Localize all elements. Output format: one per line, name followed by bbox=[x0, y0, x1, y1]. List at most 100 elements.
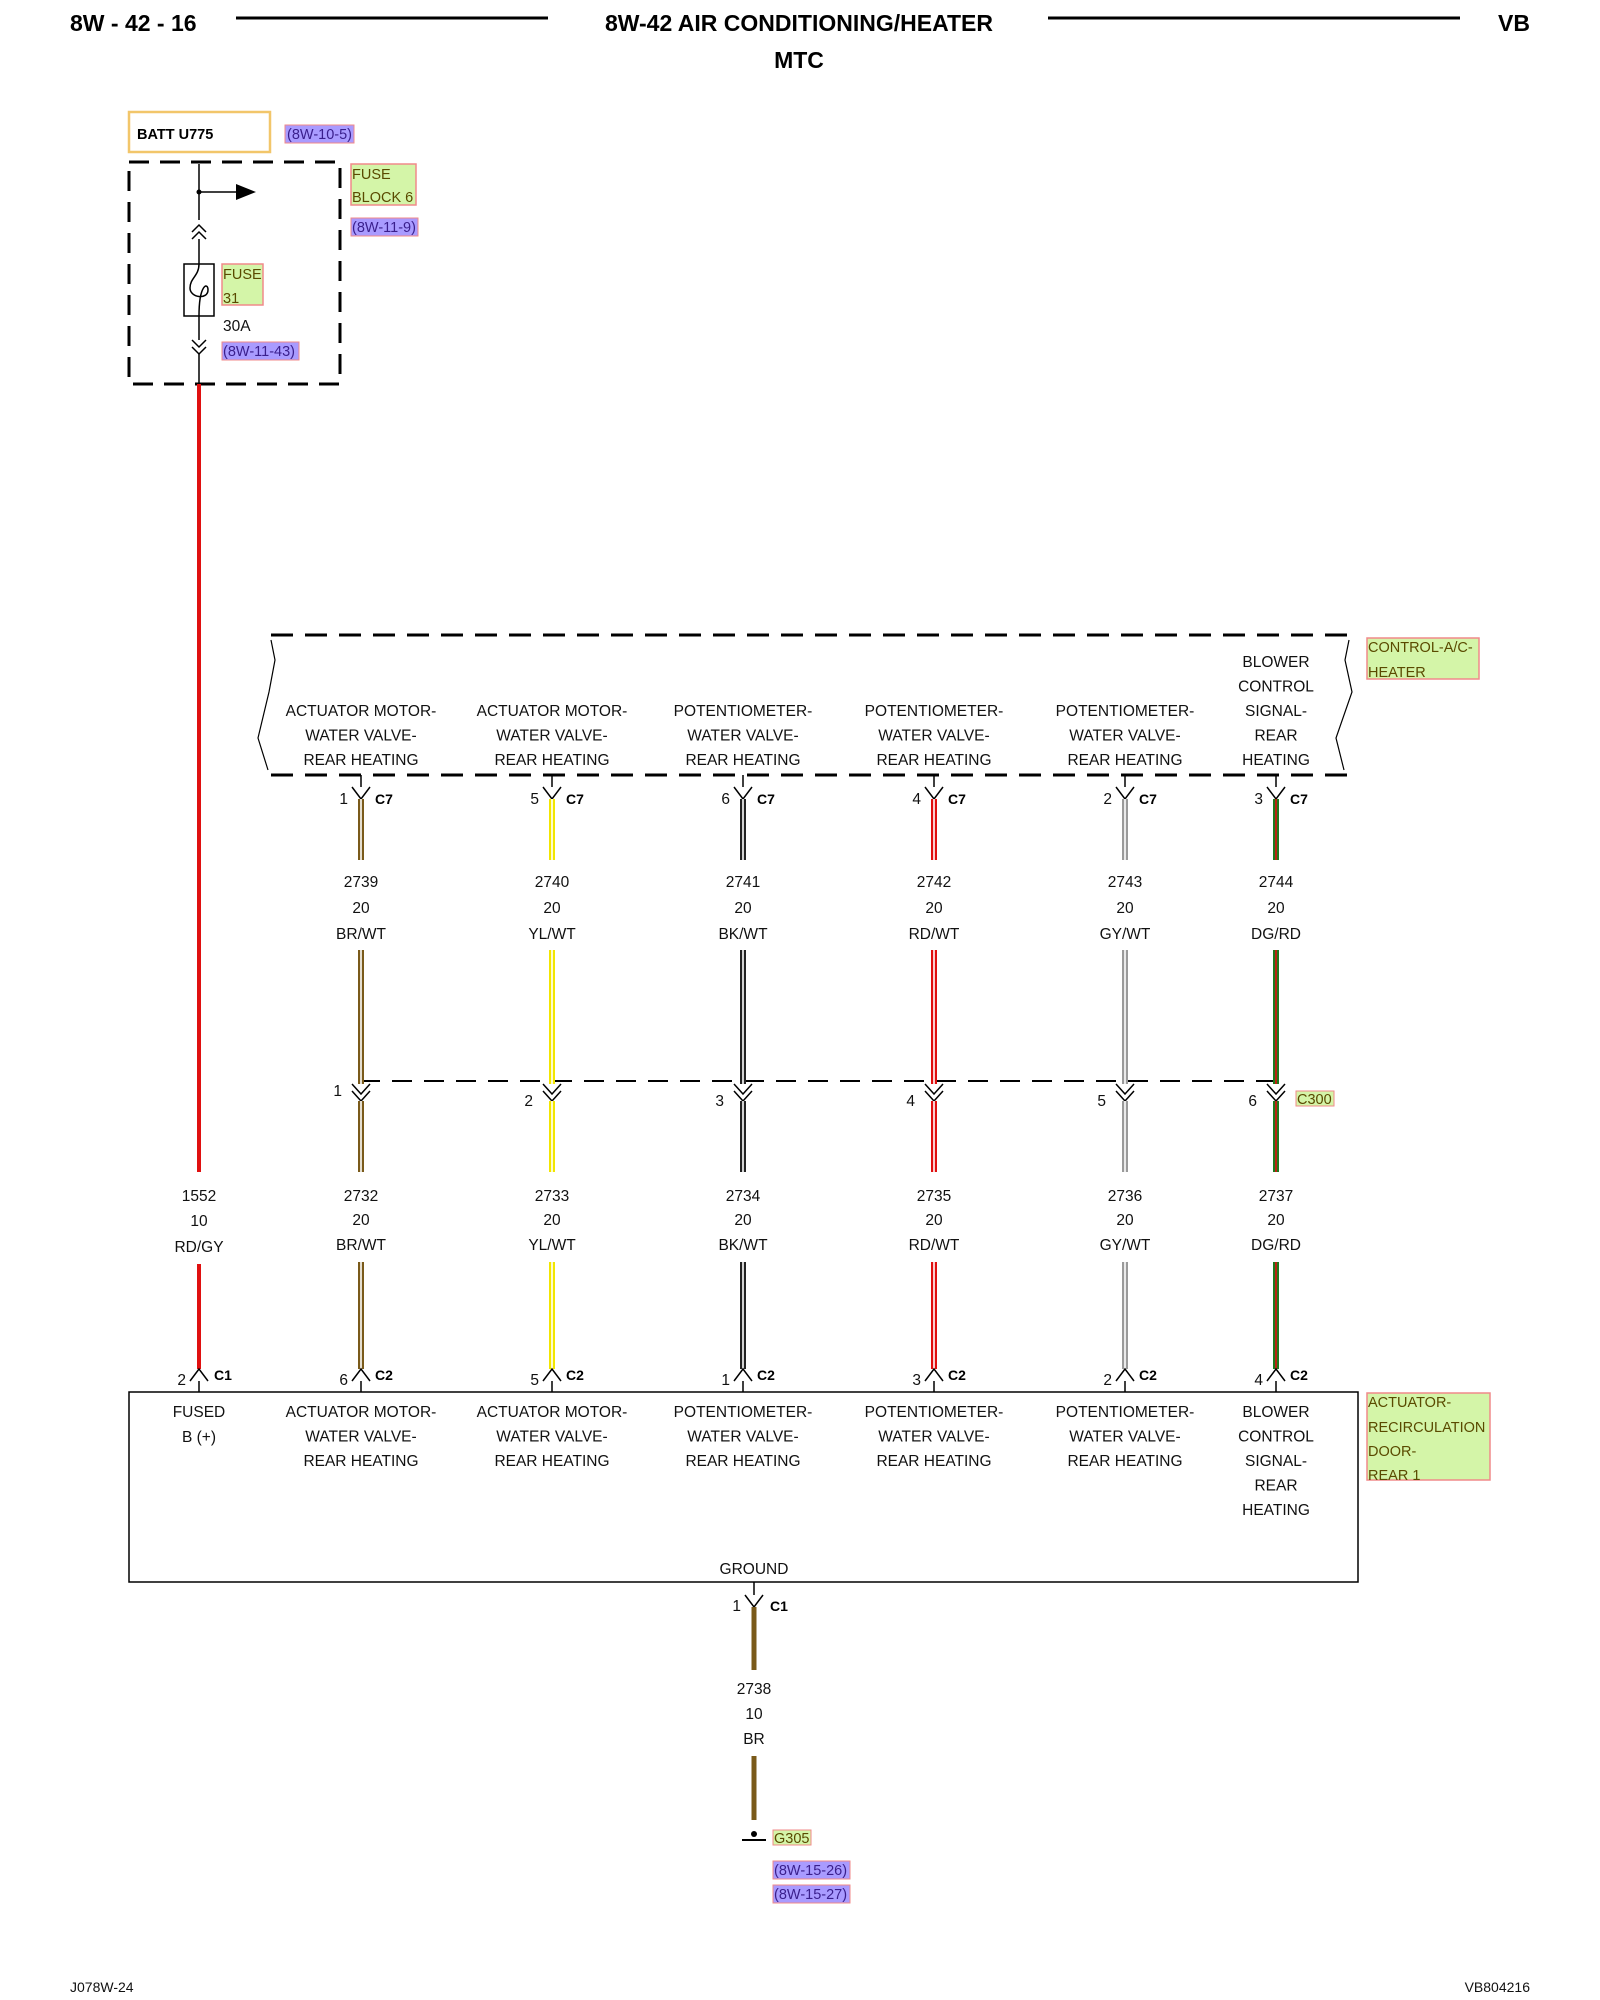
lower-circuit-number: 2734 bbox=[726, 1188, 761, 1205]
module-function-line: REAR HEATING bbox=[1067, 752, 1182, 769]
upper-gauge: 20 bbox=[1267, 900, 1285, 917]
actuator-function-line: REAR HEATING bbox=[1067, 1453, 1182, 1470]
upper-color-code: BR/WT bbox=[336, 926, 386, 943]
ground-circuit-number: 2738 bbox=[737, 1681, 771, 1698]
lower-gauge: 20 bbox=[1267, 1212, 1285, 1229]
connector-icon bbox=[351, 1090, 371, 1103]
vehicle-code: VB bbox=[1498, 10, 1530, 36]
connector-icon bbox=[924, 1083, 944, 1096]
ground-pin: 1 bbox=[732, 1598, 741, 1615]
c300-label-box[interactable] bbox=[1295, 1090, 1335, 1107]
ground-ref-1[interactable]: (8W-15-26) bbox=[774, 1863, 847, 1879]
ground-ref-2[interactable]: (8W-15-27) bbox=[774, 1887, 847, 1903]
module-function-line: WATER VALVE- bbox=[305, 728, 416, 745]
ground-point-box[interactable] bbox=[772, 1829, 812, 1846]
c2-pin: 3 bbox=[912, 1372, 921, 1389]
actuator-name-line3[interactable]: DOOR- bbox=[1368, 1444, 1417, 1460]
module-break-right bbox=[1335, 639, 1353, 771]
connector-icon bbox=[542, 786, 562, 801]
c2-pin: 2 bbox=[1103, 1372, 1112, 1389]
ground-ref-tag-1[interactable] bbox=[772, 1860, 851, 1880]
actuator-label-box[interactable] bbox=[1366, 1392, 1491, 1481]
actuator-box bbox=[128, 1391, 1359, 1583]
module-function-line: SIGNAL- bbox=[1245, 703, 1307, 720]
fused-wire-pin: 2 bbox=[177, 1372, 186, 1389]
c2-pin: 6 bbox=[339, 1372, 348, 1389]
c7-pin: 4 bbox=[912, 791, 921, 808]
actuator-function-line: REAR bbox=[1254, 1478, 1297, 1495]
ground-gauge: 10 bbox=[745, 1706, 763, 1723]
fuse-block-ref-tag[interactable] bbox=[350, 217, 419, 237]
fuse-ref[interactable]: (8W-11-43) bbox=[223, 344, 295, 360]
actuator-ground-label: GROUND bbox=[720, 1561, 789, 1578]
control-module-name-line1[interactable]: CONTROL-A/C- bbox=[1368, 640, 1473, 656]
ground-color: BR bbox=[743, 1731, 765, 1748]
fused-wire-connector: C1 bbox=[214, 1367, 232, 1383]
control-module-name-line2[interactable]: HEATER bbox=[1368, 665, 1426, 681]
fuse-block-label-box[interactable] bbox=[350, 163, 417, 206]
connector-icon bbox=[542, 1090, 562, 1103]
fuse-block-label-line2[interactable]: BLOCK 6 bbox=[352, 190, 413, 206]
ground-ref-tag-2[interactable] bbox=[772, 1884, 851, 1904]
c300-pin: 4 bbox=[906, 1093, 915, 1110]
connector-icon bbox=[924, 786, 944, 801]
ground-icon bbox=[742, 1831, 766, 1841]
c2-connector: C2 bbox=[757, 1367, 775, 1383]
c2-connector: C2 bbox=[1290, 1367, 1308, 1383]
fuse-label-box[interactable] bbox=[221, 263, 264, 306]
upper-color-code: YL/WT bbox=[528, 926, 576, 943]
batt-ref-tag[interactable] bbox=[284, 124, 355, 144]
actuator-name-line4[interactable]: REAR 1 bbox=[1368, 1468, 1420, 1484]
fused-b-plus-wire[interactable]: 1552 10 RD/GY 2 C1 bbox=[174, 384, 232, 1392]
lower-color-code: BR/WT bbox=[336, 1237, 386, 1254]
lower-color-code: DG/RD bbox=[1251, 1237, 1301, 1254]
page-subtitle: MTC bbox=[774, 47, 824, 73]
connector-icon bbox=[1266, 786, 1286, 801]
control-module-label-box[interactable] bbox=[1366, 637, 1480, 680]
connector-icon bbox=[924, 1090, 944, 1103]
signal-column-2: ACTUATOR MOTOR-WATER VALVE-REAR HEATING5… bbox=[477, 703, 628, 1470]
actuator-function-line: REAR HEATING bbox=[685, 1453, 800, 1470]
c7-pin: 5 bbox=[530, 791, 539, 808]
page-title: 8W-42 AIR CONDITIONING/HEATER bbox=[605, 10, 993, 36]
fuse-block-ref[interactable]: (8W-11-9) bbox=[352, 220, 416, 236]
c2-connector: C2 bbox=[948, 1367, 966, 1383]
ground-point-label[interactable]: G305 bbox=[774, 1831, 809, 1847]
lower-circuit-number: 2733 bbox=[535, 1188, 569, 1205]
actuator-name-line1[interactable]: ACTUATOR- bbox=[1368, 1395, 1451, 1411]
c2-pin: 4 bbox=[1254, 1372, 1263, 1389]
connector-icon bbox=[351, 1083, 371, 1096]
power-source: BATT U775 (8W-10-5) FUSE BLOCK 6 (8W-11-… bbox=[127, 110, 419, 386]
batt-label: BATT U775 bbox=[137, 127, 213, 143]
lower-gauge: 20 bbox=[352, 1212, 370, 1229]
upper-color-code: GY/WT bbox=[1100, 926, 1151, 943]
lower-circuit-number: 2737 bbox=[1259, 1188, 1293, 1205]
c7-pin: 2 bbox=[1103, 791, 1112, 808]
fused-wire-color: RD/GY bbox=[174, 1239, 223, 1256]
module-function-line: POTENTIOMETER- bbox=[865, 703, 1004, 720]
actuator-function-line: POTENTIOMETER- bbox=[674, 1404, 813, 1421]
arrow-right-icon bbox=[199, 184, 256, 200]
actuator-function-line: POTENTIOMETER- bbox=[865, 1404, 1004, 1421]
batt-box bbox=[127, 110, 272, 154]
actuator-function-line: REAR HEATING bbox=[494, 1453, 609, 1470]
c7-connector: C7 bbox=[375, 791, 393, 807]
c300-label[interactable]: C300 bbox=[1297, 1092, 1332, 1108]
module-function-line: POTENTIOMETER- bbox=[1056, 703, 1195, 720]
fuse-ref-tag[interactable] bbox=[221, 341, 300, 361]
actuator-name-line2[interactable]: RECIRCULATION bbox=[1368, 1420, 1485, 1436]
fuse-label-line2[interactable]: 31 bbox=[223, 291, 239, 307]
fuse-label-line1[interactable]: FUSE bbox=[223, 267, 262, 283]
module-function-line: REAR HEATING bbox=[494, 752, 609, 769]
batt-ref[interactable]: (8W-10-5) bbox=[287, 127, 352, 143]
connector-icon bbox=[1115, 786, 1135, 801]
upper-circuit-number: 2744 bbox=[1259, 874, 1294, 891]
fuse-block-label-line1[interactable]: FUSE bbox=[352, 167, 391, 183]
c2-connector: C2 bbox=[1139, 1367, 1157, 1383]
connector-icon bbox=[1266, 1083, 1286, 1096]
connector-icon bbox=[542, 1083, 562, 1096]
